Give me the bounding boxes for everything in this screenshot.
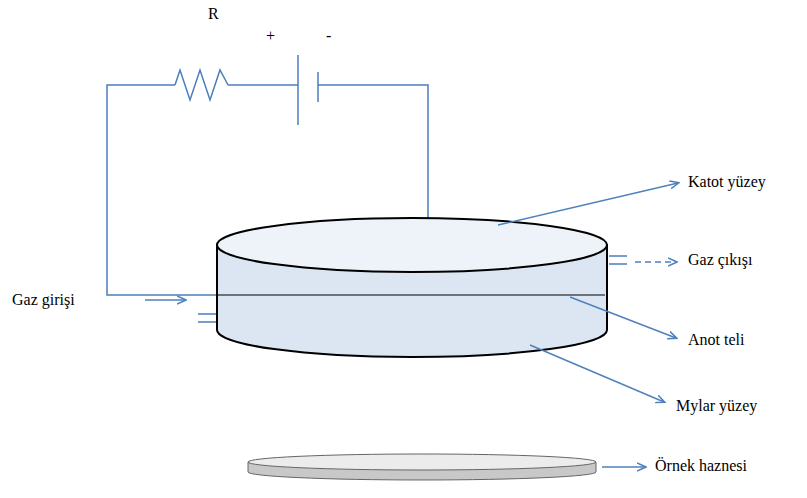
battery-plate bbox=[297, 55, 299, 125]
anode-wire bbox=[217, 295, 605, 296]
leader-arrow bbox=[145, 183, 678, 467]
sample-holder bbox=[248, 454, 596, 480]
polarity-sign: - bbox=[326, 26, 331, 45]
resistor-symbol bbox=[175, 70, 228, 100]
callout-label: Anot teli bbox=[688, 330, 744, 349]
polarity-sign: + bbox=[266, 26, 275, 45]
gas-port bbox=[198, 256, 627, 322]
callout-label: Katot yüzey bbox=[688, 172, 766, 191]
callout-label: Örnek haznesi bbox=[655, 456, 747, 475]
callout-label: Gaz çıkışı bbox=[688, 250, 752, 269]
battery-plate bbox=[317, 72, 319, 102]
detector-cylinder bbox=[217, 218, 607, 357]
callout-label: Gaz girişi bbox=[12, 290, 75, 309]
callout-label: Mylar yüzey bbox=[676, 396, 757, 415]
resistor-label: R bbox=[208, 4, 219, 23]
